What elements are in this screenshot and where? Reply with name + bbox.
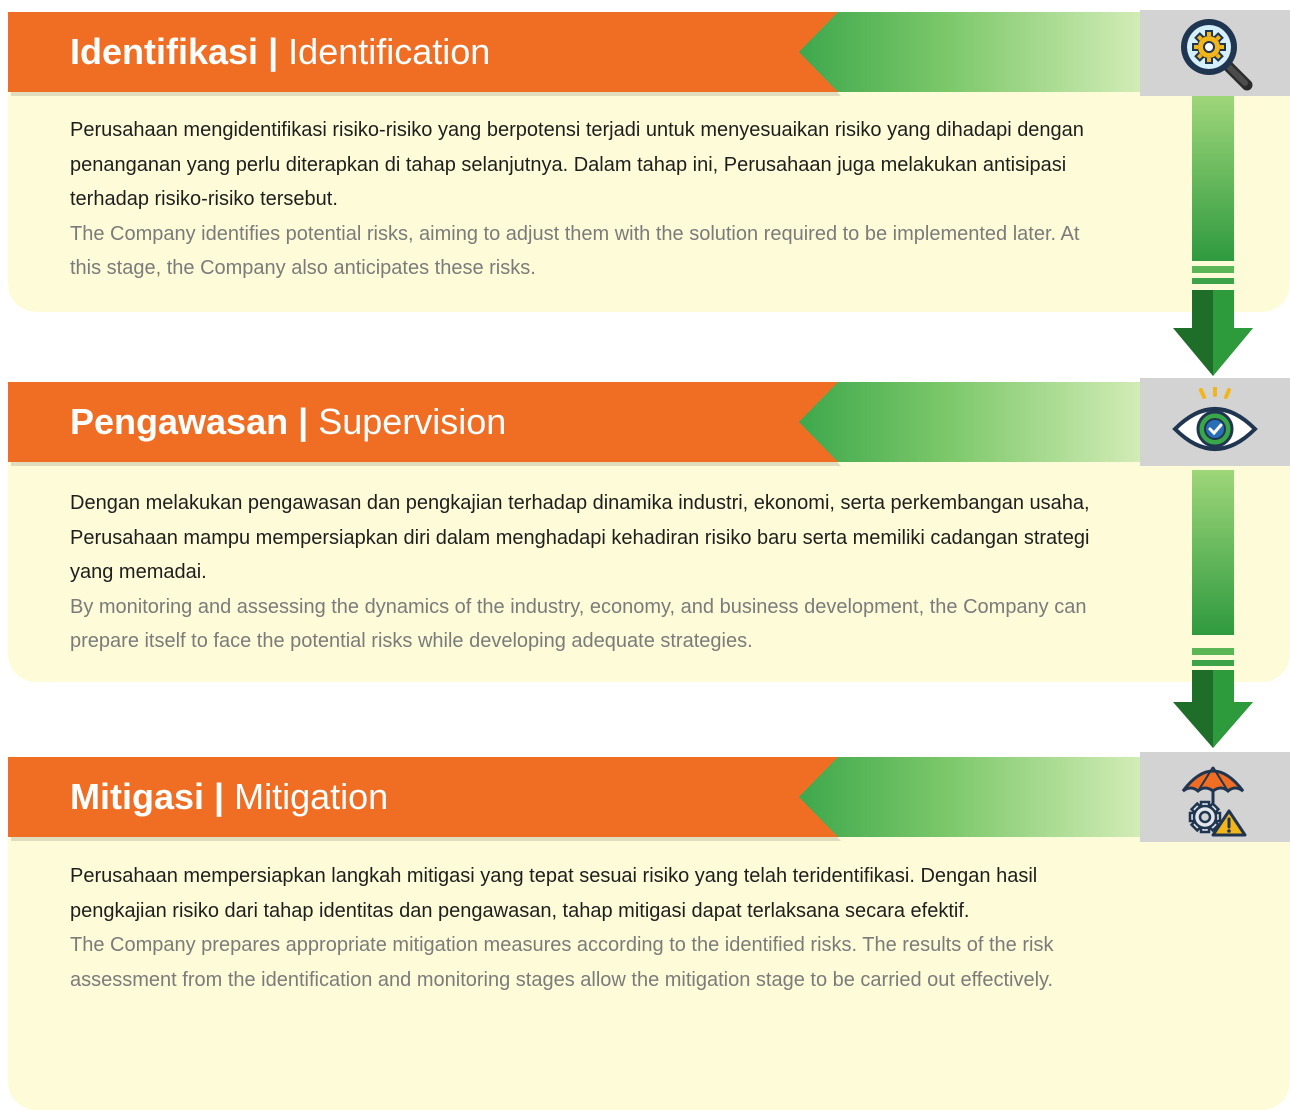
stage-title: Mitigasi | Mitigation — [70, 757, 388, 837]
icon-box-identification — [1140, 10, 1290, 96]
green-gradient-band — [790, 12, 1140, 92]
icon-box-supervision — [1140, 378, 1290, 466]
stage-title-id: Pengawasan — [70, 401, 289, 442]
description-en: The Company identifies potential risks, … — [70, 222, 1080, 280]
description-en: The Company prepares appropriate mitigat… — [70, 934, 1054, 991]
stage-card-supervision — [8, 462, 1290, 682]
icon-box-mitigation — [1140, 752, 1290, 842]
connector-arrow-1 — [1173, 96, 1253, 376]
description-id: Perusahaan mengidentifikasi risiko-risik… — [70, 119, 1084, 210]
stage-card-identification — [8, 92, 1290, 312]
description-en: By monitoring and assessing the dynamics… — [70, 595, 1087, 653]
stage-description-identification: Perusahaan mengidentifikasi risiko-risik… — [70, 113, 1110, 286]
gear-magnifier-icon — [1181, 19, 1253, 91]
stage-title-bar-mitigation: Mitigasi | Mitigation — [8, 757, 838, 837]
green-gradient-band — [790, 757, 1140, 837]
stage-title-en: Mitigation — [234, 776, 389, 817]
stage-title-bar-supervision: Pengawasan | Supervision — [8, 382, 838, 462]
stage-title: Identifikasi | Identification — [70, 12, 490, 92]
stage-title-en: Identification — [288, 31, 491, 72]
umbrella-gear-warning-icon — [1181, 766, 1247, 837]
stage-title-bar-identification: Identifikasi | Identification — [8, 12, 838, 92]
stage-card-mitigation — [8, 836, 1290, 1110]
green-gradient-band — [790, 382, 1140, 462]
title-separator: | — [298, 401, 309, 442]
eye-check-icon — [1172, 387, 1258, 451]
stage-title-id: Mitigasi — [70, 776, 205, 817]
stage-title-en: Supervision — [318, 401, 507, 442]
stage-title: Pengawasan | Supervision — [70, 382, 506, 462]
description-id: Dengan melakukan pengawasan dan pengkaji… — [70, 492, 1090, 583]
stage-description-mitigation: Perusahaan mempersiapkan langkah mitigas… — [70, 859, 1110, 997]
title-separator: | — [214, 776, 225, 817]
description-id: Perusahaan mempersiapkan langkah mitigas… — [70, 865, 1038, 922]
title-separator: | — [268, 31, 279, 72]
stage-description-supervision: Dengan melakukan pengawasan dan pengkaji… — [70, 486, 1110, 659]
connector-arrow-2 — [1173, 470, 1253, 748]
stage-title-id: Identifikasi — [70, 31, 259, 72]
